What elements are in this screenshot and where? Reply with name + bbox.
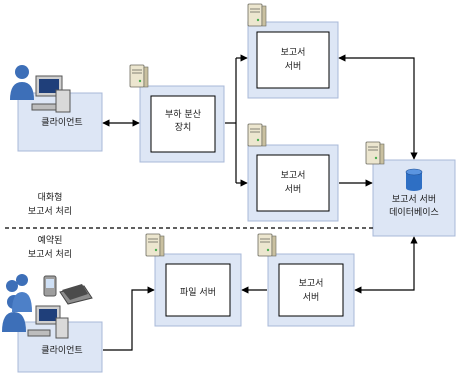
client-bottom-label: 클라이언트 [41,344,82,356]
report-server-db-group: 보고서 서버 데이터베이스 [365,141,456,237]
report-server-1-inner [256,31,330,89]
connector-rs1-db [338,54,418,160]
report-server-1-label-2: 서버 [285,61,302,72]
client-top-label: 클라이언트 [41,116,82,128]
connector-rs3-db [354,236,418,294]
report-server-2-group: 보고서 서버 [247,123,339,222]
people-group-icon [2,274,32,332]
report-server-3-label-2: 서버 [303,292,320,303]
report-server-2-icon [247,123,267,147]
scheduled-label-1: 예약된 [38,234,63,246]
load-balancer-group: 부하 분산 장치 [129,64,225,163]
load-balancer-label-2: 장치 [175,121,192,133]
report-server-db-server-icon [365,141,385,165]
file-server-icon [145,233,165,257]
scheduled-label-2: 보고서 처리 [28,248,72,260]
load-balancer-label-1: 부하 분산 [165,109,201,120]
report-server-db-label-2: 데이터베이스 [389,207,439,218]
report-server-1-icon [247,3,267,27]
report-server-2-label-1: 보고서 [281,170,306,181]
report-server-1-label-1: 보고서 [281,47,306,58]
connector-client-fs [103,286,155,351]
client-bottom-group: 클라이언트 [2,274,103,373]
file-server-inner [165,263,231,317]
file-server-label: 파일 서버 [180,287,216,298]
database-icon [405,168,423,191]
load-balancer-inner [150,95,216,153]
report-server-db-label-1: 보고서 서버 [392,194,436,205]
report-server-2-label-2: 서버 [285,184,302,195]
report-server-3-icon [257,233,277,257]
laptop-icon [59,284,93,305]
pda-icon [43,275,57,297]
person-icon [10,65,34,100]
workstation-icon [27,305,69,339]
file-server-group: 파일 서버 [145,233,242,327]
interactive-label-1: 대화형 [38,192,63,203]
report-server-3-group: 보고서 서버 [257,233,355,327]
report-server-3-label-1: 보고서 [299,278,324,289]
load-balancer-server-icon [129,64,149,88]
report-server-1-group: 보고서 서버 [247,3,339,99]
client-top-group: 클라이언트 [10,65,103,152]
interactive-label-2: 보고서 처리 [28,205,72,217]
workstation-icon [31,75,71,113]
report-server-3-inner [278,263,344,317]
report-server-2-inner [256,154,330,212]
